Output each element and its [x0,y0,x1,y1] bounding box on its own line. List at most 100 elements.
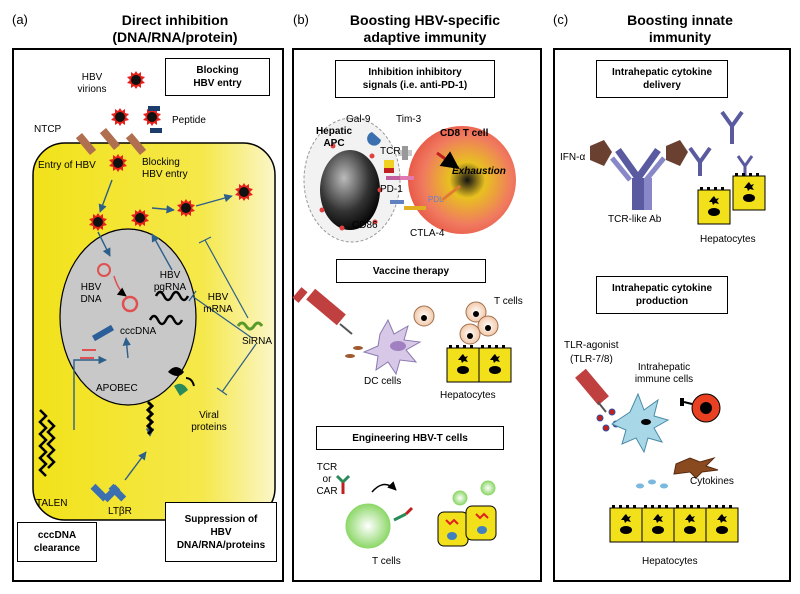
ltbr-receptor-icon [90,483,127,503]
hepatocyte-icon [446,344,480,383]
peptide-icon [148,106,162,133]
cytokine-icon [636,479,668,489]
syringe-icon [575,368,609,413]
box-engineering: Engineering HBV-T cells [316,426,504,450]
antibody-icon [688,146,712,176]
hepatocytes-label: Hepatocytes [700,234,756,245]
tcr-car-icon [335,474,351,494]
dc-cells-label: DC cells [364,376,402,387]
panel-c-title-line1: Boosting innate [627,12,733,28]
talen-label: TALEN [36,498,68,509]
tlr78-label: (TLR-7/8) [570,354,613,365]
pd1-icon [386,176,414,180]
box-inhibition-signals: Inhibition inhibitory signals (i.e. anti-… [335,60,495,98]
panel-b-title-line1: Boosting HBV-specific [349,12,501,28]
tim3-icon [398,146,412,160]
hepatocyte-icon [697,186,731,225]
box-text: HBV [210,526,232,538]
mrna-icon [148,314,184,326]
hepatocyte-icon [437,505,497,547]
pd1-label: PD-1 [380,184,403,195]
label-text: CAR [316,486,338,497]
label-text: Hepatic [315,126,353,137]
label-text: TCR [316,462,338,473]
nk-cell-icon [680,393,721,423]
exhaustion-label: Exhaustion [452,166,506,177]
label-text: APC [323,138,345,149]
label-text: proteins [191,422,227,433]
box-text: Inhibition inhibitory [368,67,462,78]
label-text: HBV [80,282,102,293]
tcr-like-ab-label: TCR-like Ab [608,214,662,225]
label-text: immune cells [634,374,694,385]
virion-icon [111,108,129,126]
t-cell-icon [459,323,481,345]
box-text: cccDNA [37,530,77,541]
label-text: mRNA [203,304,233,315]
ifn-alpha-label: IFN-α [560,152,586,163]
ctla4-icon [390,200,426,210]
tcr-label: TCR [380,146,401,157]
hepatocytes-label-2: Hepatocytes [642,556,698,567]
talen-icon [38,409,56,477]
panel-c-title: Boosting innate immunity [590,12,770,46]
gal9-label: Gal-9 [346,114,371,125]
apc-nucleus [320,150,380,230]
label-text: pgRNA [153,282,187,293]
sirna-label: SiRNA [242,336,273,347]
box-text: HBV entry [193,78,242,89]
panel-a-title: Direct inhibition (DNA/RNA/protein) [60,12,290,46]
label-text: HBV [207,292,229,303]
hepatocyte-icon [732,172,766,211]
panel-c-frame [553,48,791,582]
entry-of-hbv-label: Entry of HBV [38,160,96,171]
box-text: Intrahepatic cytokine [611,67,713,78]
syringe-icon [292,287,353,335]
panel-a-title-line1: Direct inhibition [121,12,229,28]
box-text: clearance [33,543,81,554]
engineered-t-cell [345,503,391,549]
label-text: HBV entry [142,169,188,180]
box-text: Engineering HBV-T cells [352,432,468,444]
tcr-icon [384,160,394,173]
ntcp-label: NTCP [34,124,62,135]
hepatocytes-label: Hepatocytes [440,390,496,401]
ntcp-receptor-icon [75,128,147,155]
apobec-label: APOBEC [96,383,138,394]
antibody-icon [720,110,744,144]
cccdna-label: cccDNA [120,326,157,337]
cd86-label: CD86 [352,220,378,231]
label-text: Viral [199,410,219,421]
pgrna-icon [154,290,190,302]
box-text: Vaccine therapy [372,265,450,277]
viral-protein-icon [168,367,195,396]
box-text: DNA/RNA/proteins [176,539,266,551]
panel-a-title-line2: (DNA/RNA/protein) [112,29,238,45]
box-vaccine-therapy: Vaccine therapy [336,259,486,283]
virion-icon [127,71,145,89]
box-text: Suppression of [184,513,258,525]
tcr-like-antibody-icon [610,147,666,210]
box-text: signals (i.e. anti-PD-1) [362,80,468,91]
cccdna-icon [121,295,139,313]
tlr-agonist-label: TLR-agonist [564,340,619,351]
immune-cell-icon [610,392,670,454]
label-text: Intrahepatic [637,362,691,373]
panel-c-title-line2: immunity [648,29,712,45]
label-text: Blocking [142,157,180,168]
t-cells-label: T cells [494,296,523,307]
panel-b-title: Boosting HBV-specific adaptive immunity [320,12,530,46]
hepatocyte-icon [705,504,739,543]
tim3-label: Tim-3 [396,114,422,125]
pdl-label: PDL [428,195,444,204]
t-cell-icon [477,315,499,337]
